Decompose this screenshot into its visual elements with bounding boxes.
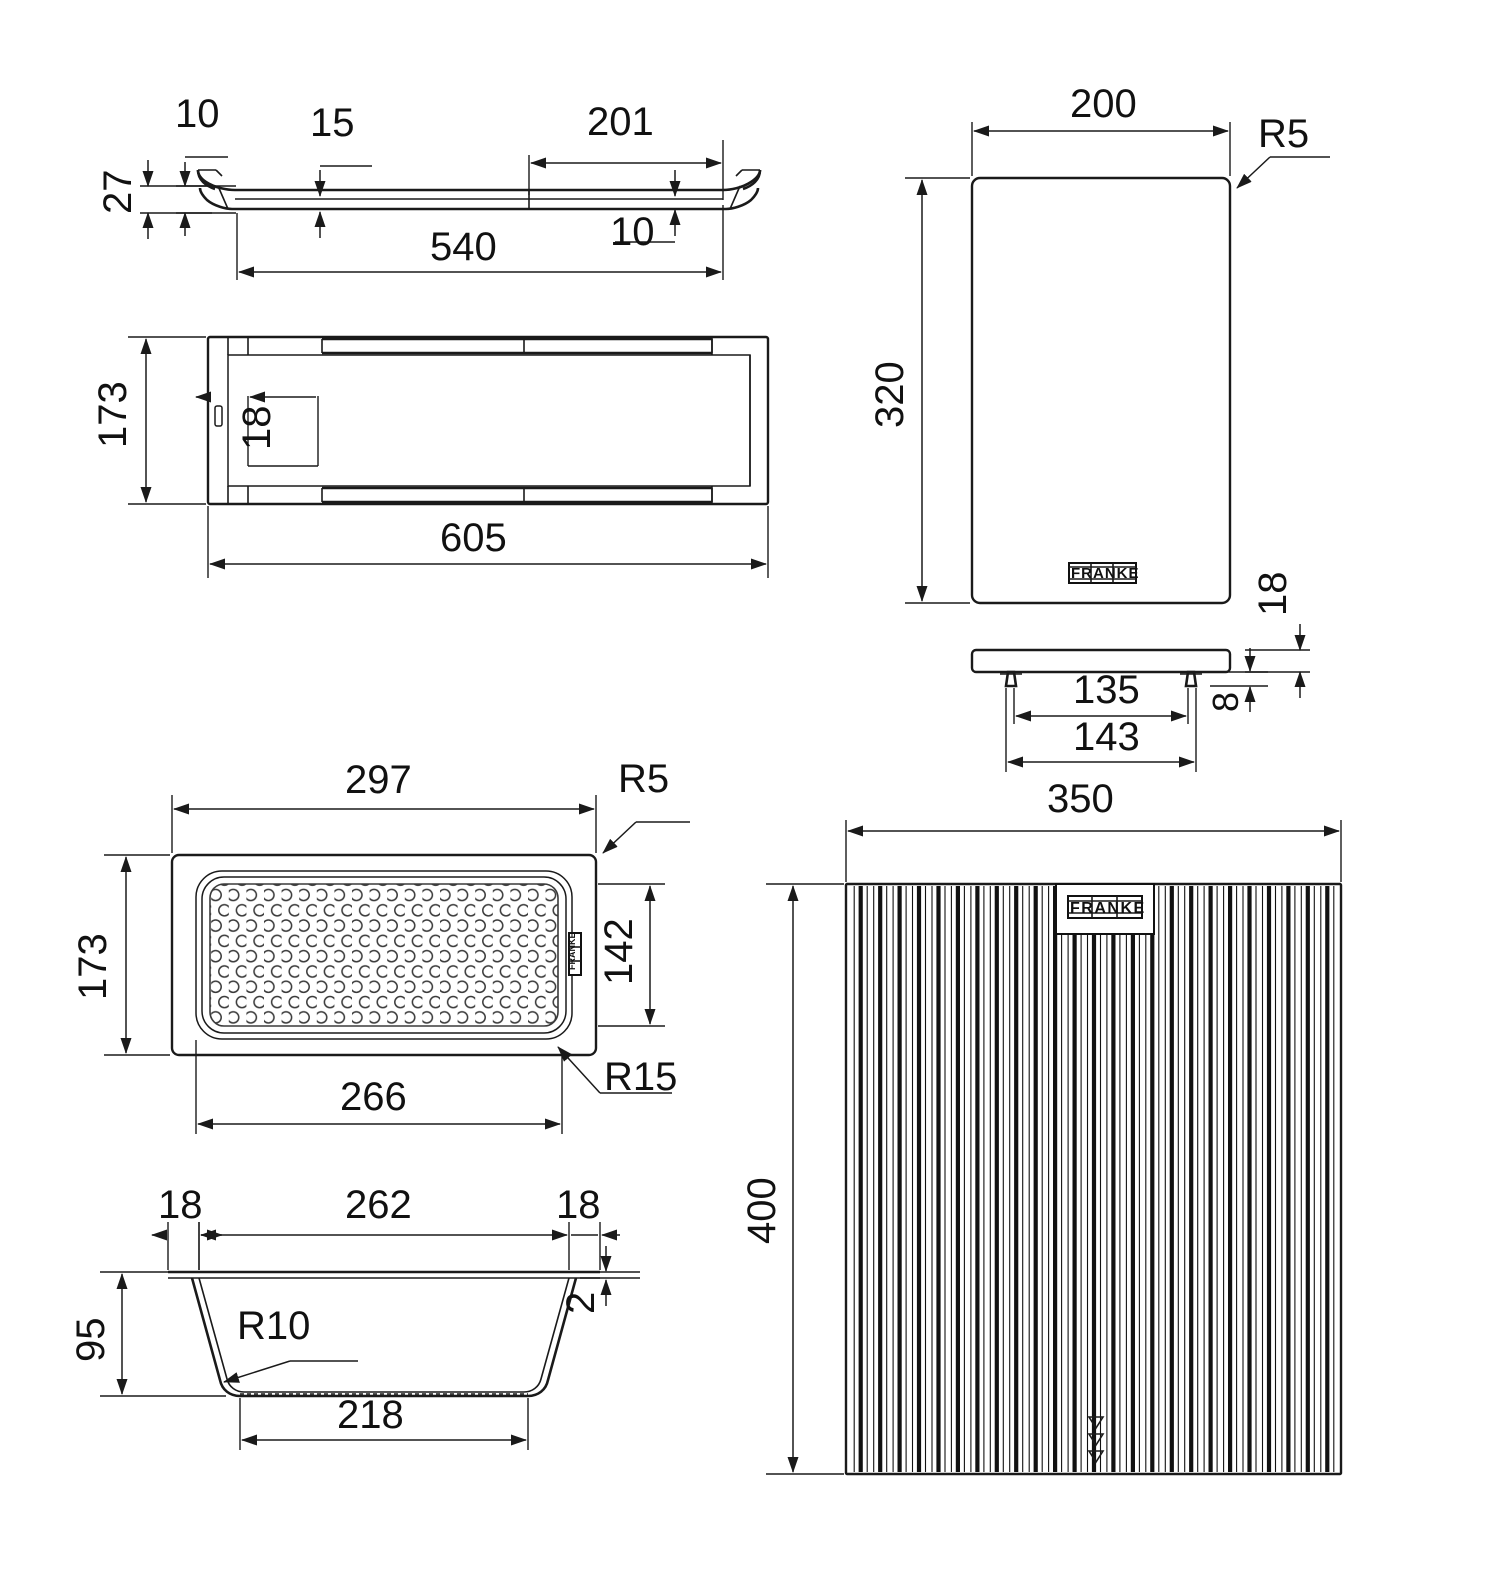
view-board-top: FRANKE 200 R5 320 — [868, 82, 1330, 605]
dim-label-262: 262 — [345, 1183, 412, 1227]
dim-rail-width-173: 173 — [91, 336, 206, 505]
dim-label-R5-colander: R5 — [618, 757, 669, 801]
view-rail-top: 173 18 605 — [91, 335, 770, 578]
colander-section-geometry — [168, 1270, 600, 1398]
view-board-side: 18 8 135 143 — [970, 572, 1310, 772]
dim-label-400: 400 — [740, 1177, 784, 1244]
dim-colander-height-173: 173 — [71, 854, 170, 1056]
dim-colander-inner-width-266: 266 — [195, 1040, 563, 1134]
dim-label-540: 540 — [430, 225, 497, 269]
dim-section-radius-r10: R10 — [223, 1304, 358, 1383]
view-colander-top: FRANKE 297 R5 173 142 — [71, 757, 690, 1134]
dim-label-15: 15 — [310, 101, 355, 145]
dim-label-200: 200 — [1070, 82, 1137, 126]
colander-logo-text: FRANKE — [567, 933, 577, 971]
dim-rail-length-605: 605 — [207, 506, 769, 578]
dim-board-foot-8: 8 — [1205, 648, 1268, 712]
dim-rail-length-540: 540 — [236, 205, 724, 280]
dim-label-605: 605 — [440, 516, 507, 560]
dim-board-pitch-135: 135 — [1013, 668, 1189, 724]
dim-label-8: 8 — [1205, 692, 1246, 712]
colander-logo: FRANKE — [567, 932, 582, 976]
colander-top-geometry: FRANKE — [170, 853, 598, 1057]
dim-section-rim-2: 2 — [559, 1246, 640, 1314]
dim-label-350: 350 — [1047, 777, 1114, 821]
dim-section-flange-right-18: 18 — [556, 1183, 620, 1270]
dim-board-width-200: 200 — [971, 82, 1231, 176]
dim-label-18-left: 18 — [158, 1183, 203, 1227]
dim-section-base-218: 218 — [239, 1393, 529, 1450]
rollmat-logo-text: FRANKE — [1070, 900, 1146, 917]
dim-section-top-262: 262 — [198, 1183, 570, 1270]
dim-board-radius-r5: R5 — [1236, 112, 1330, 189]
dim-label-173-colander: 173 — [71, 933, 115, 1000]
dim-label-142: 142 — [597, 918, 641, 985]
dim-label-173-rail: 173 — [91, 381, 135, 448]
dim-label-18-board: 18 — [1251, 572, 1295, 617]
dim-label-R15: R15 — [604, 1055, 677, 1099]
dim-rail-lip-15: 15 — [310, 101, 372, 238]
dim-rollmat-width-350: 350 — [845, 777, 1342, 882]
rail-top-geometry — [206, 335, 770, 506]
dim-label-297: 297 — [345, 758, 412, 802]
dim-board-height-320: 320 — [868, 177, 970, 604]
dim-colander-inner-height-142: 142 — [597, 883, 665, 1027]
dim-label-2: 2 — [559, 1292, 603, 1314]
dim-label-143: 143 — [1073, 715, 1140, 759]
dim-rail-18: 18 — [195, 391, 319, 467]
dim-rail-hook-right-10: 10 — [610, 170, 681, 254]
dim-label-10-right: 10 — [610, 210, 655, 254]
dim-label-10-left: 10 — [175, 92, 220, 136]
dim-board-pitch-143: 143 — [1005, 688, 1197, 772]
roll-mat-geometry: FRANKE — [844, 882, 1343, 1476]
board-side-geometry — [970, 648, 1232, 688]
view-roll-mat: FRANKE 350 400 — [740, 777, 1343, 1476]
dim-rollmat-height-400: 400 — [740, 883, 844, 1475]
cutting-board-outline — [970, 176, 1232, 605]
dim-section-depth-95: 95 — [69, 1271, 226, 1397]
dim-label-R10: R10 — [237, 1304, 310, 1348]
dim-colander-radius-r15: R15 — [557, 1046, 677, 1099]
dim-rail-offset-201: 201 — [528, 100, 724, 200]
dim-board-thickness-18: 18 — [1245, 572, 1310, 698]
dim-label-95: 95 — [69, 1318, 113, 1363]
dim-label-27: 27 — [96, 170, 140, 215]
dim-colander-radius-r5: R5 — [602, 757, 690, 854]
dim-rail-hook-left-10: 10 — [175, 92, 236, 236]
view-rail-side: 27 10 15 201 1 — [96, 92, 762, 280]
dim-label-18-right: 18 — [556, 1183, 601, 1227]
board-logo-text: FRANKE — [1071, 565, 1140, 582]
dim-label-218: 218 — [337, 1393, 404, 1437]
dim-label-135: 135 — [1073, 668, 1140, 712]
dim-label-18-rail: 18 — [235, 406, 279, 451]
dim-colander-width-297: 297 — [171, 758, 597, 853]
dim-label-266: 266 — [340, 1075, 407, 1119]
dim-label-201: 201 — [587, 100, 654, 144]
rollmat-direction-markers — [1087, 1416, 1105, 1464]
dim-label-R5-board: R5 — [1258, 112, 1309, 156]
rollmat-logo: FRANKE — [1067, 895, 1146, 919]
dim-label-320: 320 — [868, 361, 912, 428]
view-colander-section: 18 262 18 95 2 — [69, 1183, 640, 1450]
board-logo: FRANKE — [1068, 562, 1140, 584]
